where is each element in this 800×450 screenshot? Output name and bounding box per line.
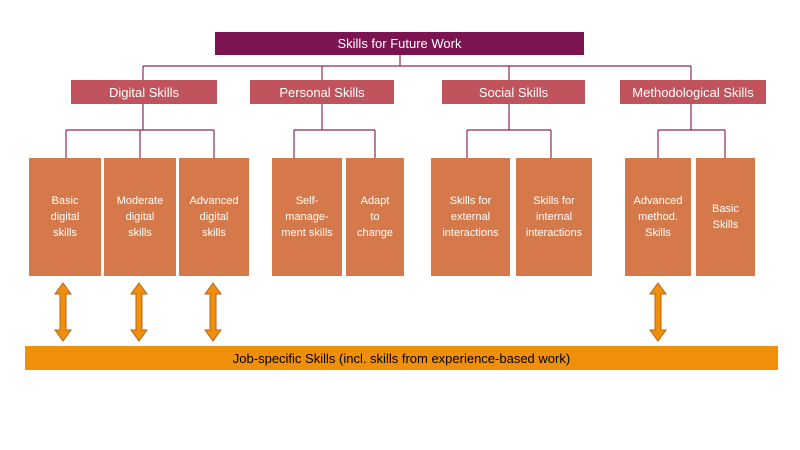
skill-internal-interactions: Skills for internal interactions: [516, 158, 592, 276]
category-digital-skills: Digital Skills: [71, 80, 217, 104]
double-arrow-icon: [54, 282, 72, 342]
skill-self-management: Self- manage- ment skills: [272, 158, 342, 276]
category-methodological-skills: Methodological Skills: [620, 80, 766, 104]
double-arrow-icon: [204, 282, 222, 342]
skill-basic-method: Basic Skills: [696, 158, 755, 276]
skill-basic-digital: Basic digital skills: [29, 158, 101, 276]
skill-moderate-digital: Moderate digital skills: [104, 158, 176, 276]
skill-advanced-digital: Advanced digital skills: [179, 158, 249, 276]
category-social-skills: Social Skills: [442, 80, 585, 104]
skill-adapt-to-change: Adapt to change: [346, 158, 404, 276]
job-specific-skills-bar: Job-specific Skills (incl. skills from e…: [25, 346, 778, 370]
category-personal-skills: Personal Skills: [250, 80, 394, 104]
skill-advanced-method: Advanced method. Skills: [625, 158, 691, 276]
double-arrow-icon: [130, 282, 148, 342]
skill-external-interactions: Skills for external interactions: [431, 158, 510, 276]
root-node: Skills for Future Work: [215, 32, 584, 55]
double-arrow-icon: [649, 282, 667, 342]
